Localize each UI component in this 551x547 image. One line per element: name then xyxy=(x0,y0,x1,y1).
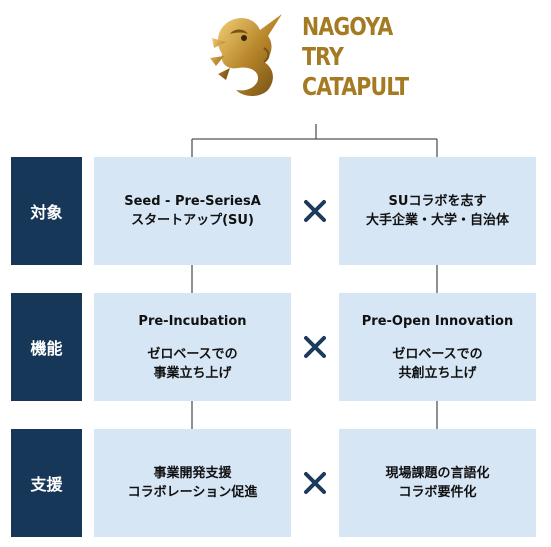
box-text-line: ゼロベースでの xyxy=(392,346,483,362)
logo: NAGOYA TRY CATAPULT xyxy=(204,8,414,104)
box-title: Pre-Incubation xyxy=(138,313,247,329)
box-requirements: 現場課題の言語化 コラボ要件化 xyxy=(339,429,536,537)
box-text-line: コラボレーション促進 xyxy=(127,485,258,500)
row-label-function: 機能 xyxy=(11,293,82,401)
logo-line-3: CATAPULT xyxy=(302,72,409,101)
row-label-target: 対象 xyxy=(11,157,82,265)
times-icon xyxy=(304,472,326,494)
box-business-development: 事業開発支援 コラボレーション促進 xyxy=(94,429,291,537)
box-enterprise: SUコラボを志す 大手企業・大学・自治体 xyxy=(339,157,536,265)
times-icon xyxy=(304,200,326,222)
box-text-line: コラボ要件化 xyxy=(398,485,477,500)
box-text-line: Seed - Pre-SeriesA xyxy=(124,194,261,209)
dragon-logo-icon xyxy=(210,14,282,96)
box-text-line: 現場課題の言語化 xyxy=(385,466,490,481)
box-text-line: スタートアップ(SU) xyxy=(131,213,254,228)
box-text-line: 共創立ち上げ xyxy=(398,365,477,381)
row-label-support: 支援 xyxy=(11,429,82,537)
logo-line-2: TRY xyxy=(302,42,344,71)
logo-wordmark: NAGOYA TRY CATAPULT xyxy=(302,12,422,102)
box-startup: Seed - Pre-SeriesA スタートアップ(SU) xyxy=(94,157,291,265)
box-text-line: 事業立ち上げ xyxy=(153,365,232,381)
box-text-line: 事業開発支援 xyxy=(153,466,232,481)
box-text-line: ゼロベースでの xyxy=(147,346,238,362)
box-text-line: SUコラボを志す xyxy=(388,194,487,209)
times-icon xyxy=(304,336,326,358)
logo-line-1: NAGOYA xyxy=(302,12,393,41)
box-pre-incubation: Pre-Incubation ゼロベースでの 事業立ち上げ xyxy=(94,293,291,401)
box-title: Pre-Open Innovation xyxy=(361,313,514,329)
box-text-line: 大手企業・大学・自治体 xyxy=(365,213,509,228)
box-pre-open-innovation: Pre-Open Innovation ゼロベースでの 共創立ち上げ xyxy=(339,293,536,401)
